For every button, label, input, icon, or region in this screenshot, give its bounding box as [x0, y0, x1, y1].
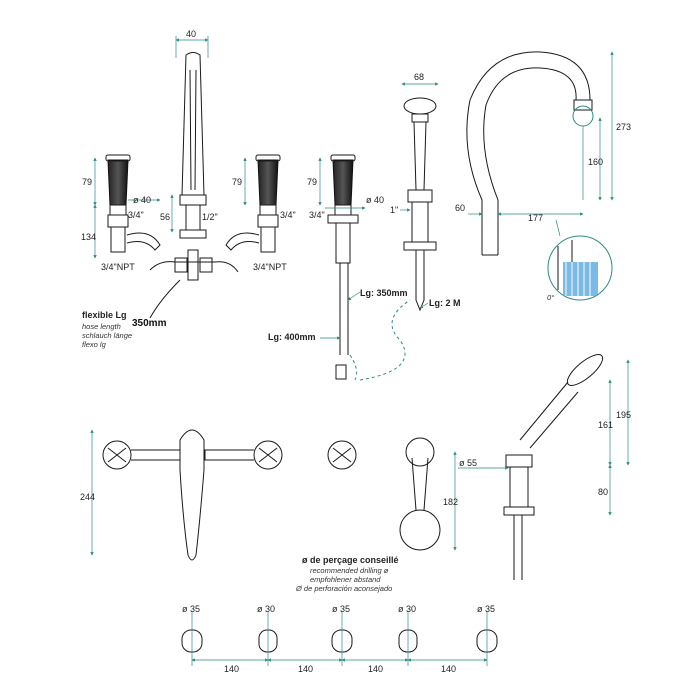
hole-diam-3: ø 35	[332, 604, 350, 614]
front-view	[90, 429, 357, 561]
drilling-holes	[181, 612, 498, 666]
flexible-de: schlauch länge	[82, 331, 132, 340]
hand-shower-assembly	[400, 82, 439, 312]
dim-thread-1: 1"	[390, 205, 398, 215]
flexible-es: flexo lg	[82, 340, 107, 349]
hose-350: 350mm	[132, 318, 167, 329]
dim-thread-left: 3/4"	[128, 210, 144, 220]
middle-handle-assembly	[318, 154, 411, 381]
flexible-title: flexible Lg	[82, 310, 127, 320]
dim-shower-width: 68	[414, 72, 424, 82]
dim-handle-height: 79	[82, 177, 92, 187]
dim-height-195: 195	[616, 410, 631, 420]
dim-diam-55: ø 55	[459, 458, 477, 468]
dim-spout-reach-60: 60	[455, 203, 465, 213]
hole-diam-2: ø 30	[257, 604, 275, 614]
flexible-en: hose length	[82, 322, 121, 331]
dim-lg-2m: Lg: 2 M	[429, 298, 461, 308]
dim-diam-40-mid: ø 40	[366, 195, 384, 205]
dim-angle-0: 0°	[547, 293, 554, 302]
dim-height-80: 80	[598, 487, 608, 497]
dim-spout-height-160: 160	[588, 157, 603, 167]
drilling-de: empfohlener abstand	[310, 575, 381, 584]
swan-spout	[466, 51, 614, 301]
dim-spout-reach-177: 177	[528, 213, 543, 223]
dim-height-134: 134	[81, 232, 96, 242]
dim-height-244: 244	[80, 492, 95, 502]
dim-npt-right: 3/4"NPT	[253, 262, 287, 272]
dim-lg-400: Lg: 400mm	[268, 332, 316, 342]
dim-handle-height-3: 79	[307, 177, 317, 187]
spacing-4: 140	[441, 664, 456, 674]
dim-spout-height-273: 273	[616, 122, 631, 132]
spacing-1: 140	[224, 664, 239, 674]
top-left-assembly	[93, 36, 281, 319]
dim-handle-height-2: 79	[232, 177, 242, 187]
hole-diam-4: ø 30	[398, 604, 416, 614]
dim-npt-left: 3/4"NPT	[101, 262, 135, 272]
dim-height-56: 56	[160, 212, 170, 222]
wall-shower	[399, 437, 457, 551]
drilling-en: recommended drilling ø	[310, 566, 389, 575]
spacing-2: 140	[298, 664, 313, 674]
drilling-title: ø de perçage conseillé	[302, 555, 399, 565]
hole-diam-1: ø 35	[182, 604, 200, 614]
dim-thread-right: 3/4"	[280, 210, 296, 220]
dim-lg-350: Lg: 350mm	[360, 288, 408, 298]
dim-spout-width: 40	[186, 29, 196, 39]
dim-thread-mid: 3/4"	[309, 210, 325, 220]
deck-hand-shower	[458, 354, 630, 580]
dim-thread-half: 1/2"	[202, 212, 218, 222]
dim-diam-40-left: ø 40	[133, 195, 151, 205]
spacing-3: 140	[368, 664, 383, 674]
drilling-es: Ø de perforación aconsejado	[295, 584, 392, 593]
hole-diam-5: ø 35	[477, 604, 495, 614]
dim-height-161: 161	[598, 420, 613, 430]
dim-height-182: 182	[443, 497, 458, 507]
